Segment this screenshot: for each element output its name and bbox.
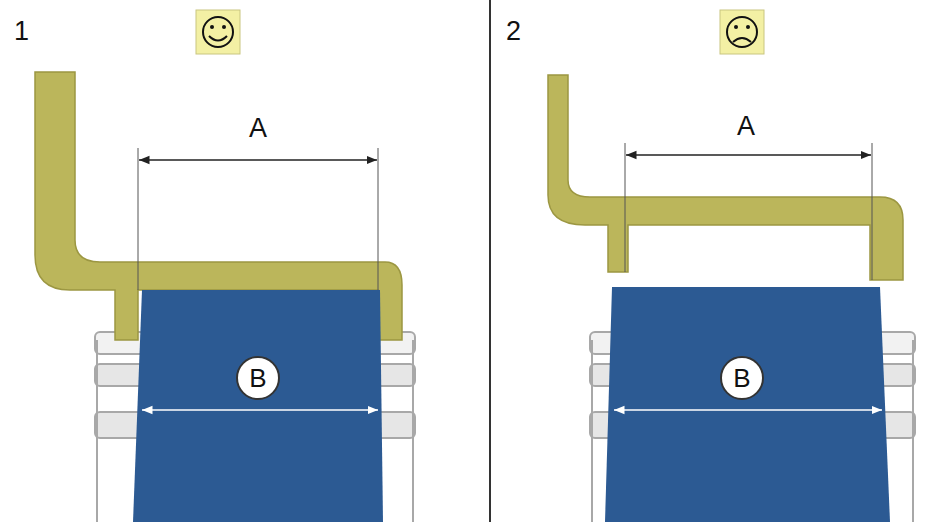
casing-edge	[912, 340, 914, 522]
panel-number: 2	[506, 18, 521, 45]
panel-one	[35, 10, 415, 522]
extension-line	[625, 143, 626, 272]
blue-block	[133, 290, 383, 522]
duct	[548, 75, 903, 280]
callout-letter: B	[733, 365, 750, 391]
dimension-line	[626, 154, 871, 156]
smiley-eye	[222, 25, 226, 29]
blue-block	[605, 287, 890, 522]
dimension-label: A	[249, 115, 267, 142]
casing-edge	[412, 340, 414, 522]
casing-edge	[96, 340, 98, 522]
extension-line	[378, 148, 379, 290]
dimension-line	[139, 159, 377, 161]
callout-letter: B	[249, 365, 266, 391]
casing-edge	[591, 340, 593, 522]
sad-face	[727, 17, 757, 47]
dimension-line	[142, 409, 378, 411]
callout-circle: B	[236, 356, 280, 400]
smiley-eye	[746, 25, 750, 29]
dimension-line	[614, 409, 882, 411]
smiley-eye	[210, 25, 214, 29]
panel-number: 1	[14, 18, 29, 45]
callout-circle: B	[720, 356, 764, 400]
extension-line	[872, 143, 873, 280]
dimension-label: A	[737, 113, 755, 140]
panel-divider	[489, 0, 491, 522]
smiley-face	[203, 17, 233, 47]
smiley-mouth	[209, 36, 227, 41]
panel-two	[548, 10, 915, 522]
smiley-box	[720, 10, 764, 54]
smiley-mouth	[733, 38, 751, 42]
extension-line	[138, 148, 139, 290]
smiley-box	[196, 10, 240, 54]
smiley-eye	[734, 25, 738, 29]
